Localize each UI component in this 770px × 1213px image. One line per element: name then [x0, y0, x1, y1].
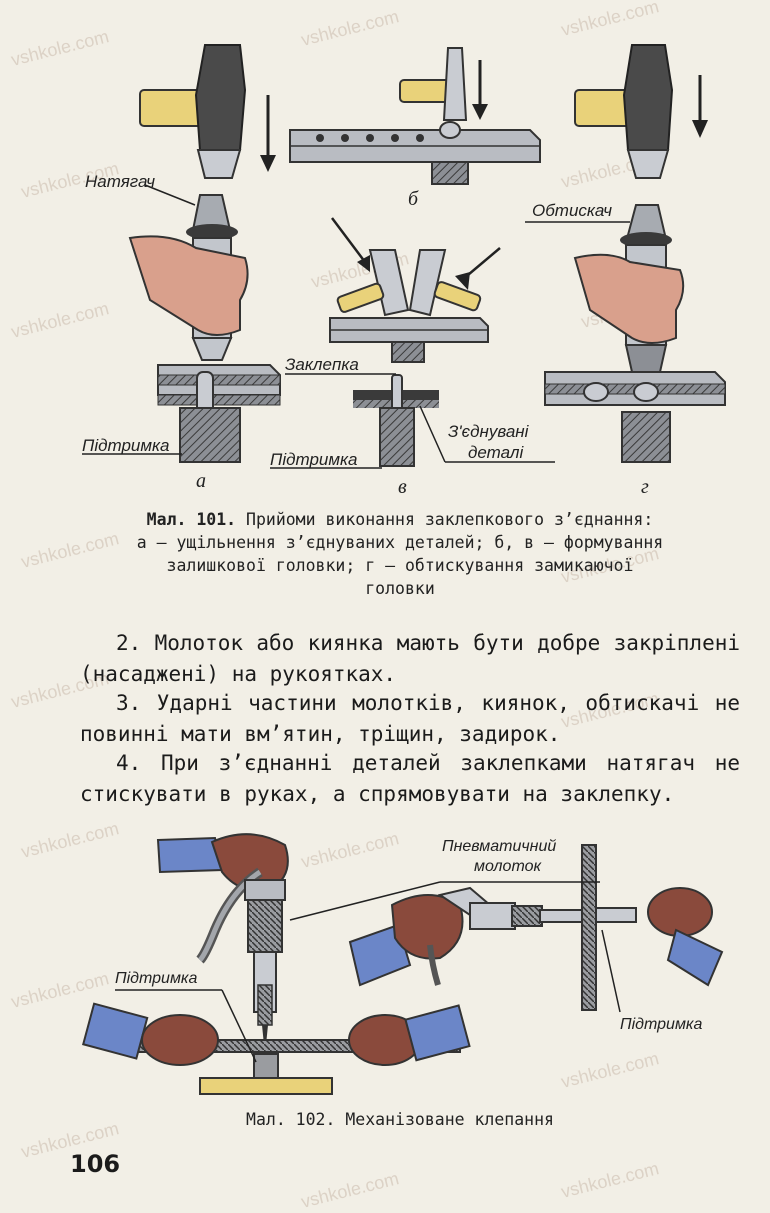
- label-ziednuvani-1: З'єднувані: [448, 422, 529, 441]
- hammer-right-v: [408, 249, 447, 317]
- caption-line-3: залишкової головки; г – обтискування зам…: [166, 556, 634, 575]
- rule-3: 3. Ударні частини молотків, киянок, обти…: [80, 691, 740, 746]
- label-pidtrymka-left: Підтримка: [115, 970, 198, 987]
- arrow-left-v: [331, 217, 366, 263]
- figure-102-caption: Мал. 102. Механізоване клепання: [246, 1110, 554, 1129]
- hand-right-scene: [390, 894, 464, 960]
- hand-right: [348, 1014, 422, 1066]
- hand-left: [141, 1014, 219, 1066]
- support-v: [379, 407, 415, 467]
- workpiece-bar-left: [129, 1039, 461, 1053]
- set-tool-g: [626, 204, 667, 236]
- wood-block: [199, 1077, 333, 1095]
- label-ziednuvani-2: деталі: [468, 443, 524, 462]
- hand-top-left: [210, 833, 289, 892]
- watermark: vshkole.com: [558, 1158, 661, 1202]
- support-g: [621, 411, 671, 463]
- caption-title: Мал. 101.: [146, 510, 237, 529]
- diagram-a: [82, 44, 281, 463]
- watermark: vshkole.com: [298, 828, 401, 872]
- hand-g: [573, 253, 685, 344]
- caption-line-4: головки: [365, 579, 435, 598]
- label-obtyskach: Обтискач: [532, 201, 613, 220]
- label-pnevmo-1: Пневматичний: [442, 838, 557, 855]
- support-left: [253, 1053, 279, 1079]
- page-number: 106: [70, 1150, 121, 1178]
- figure-101-illustration: [82, 44, 726, 469]
- figure-101-caption: Мал. 101. Прийоми виконання заклепкового…: [60, 508, 740, 600]
- watermark: vshkole.com: [558, 1048, 661, 1092]
- watermark: vshkole.com: [18, 818, 121, 862]
- caption-line-1: Прийоми виконання заклепкового з’єднання…: [246, 510, 654, 529]
- watermark: vshkole.com: [298, 1168, 401, 1212]
- pneumatic-hammer-right: [469, 902, 516, 930]
- support-b: [431, 161, 469, 185]
- label-pidtrymka-right: Підтримка: [620, 1016, 703, 1033]
- pneumatic-hammer-left: [247, 899, 283, 953]
- hammer-head-a: [194, 44, 247, 151]
- sublabel-a: а: [196, 470, 206, 492]
- hand-a: [128, 235, 249, 336]
- watermark: vshkole.com: [8, 968, 111, 1012]
- hammer-head-g: [622, 44, 674, 151]
- sublabel-g: г: [641, 476, 649, 498]
- caption-line-2: а – ущільнення з’єднуваних деталей; б, в…: [136, 533, 664, 552]
- label-pidtrymka-a: Підтримка: [82, 436, 170, 455]
- diagram-b: [289, 47, 541, 185]
- hammer-head-b: [442, 47, 468, 121]
- diagram-v: [270, 217, 555, 469]
- rivet-g: [633, 382, 659, 402]
- sleeve-top-left: [156, 836, 224, 874]
- scene-left: [82, 833, 471, 1095]
- hammer-left-v: [368, 249, 410, 317]
- vertical-plate: [581, 844, 597, 1011]
- label-zaklepka: Заклепка: [285, 355, 359, 374]
- hand-far-right: [647, 887, 713, 937]
- diagram-g: [525, 44, 726, 463]
- rule-4: 4. При з’єднанні деталей заклепками натя…: [80, 751, 740, 806]
- support-a: [179, 407, 241, 463]
- label-pnevmo-2: молоток: [474, 858, 542, 875]
- rule-2: 2. Молоток або киянка мають бути добре з…: [80, 631, 740, 686]
- sublabel-v: в: [398, 476, 407, 498]
- label-natiahach: Натягач: [85, 172, 156, 191]
- sublabel-b: б: [408, 188, 419, 210]
- label-pidtrymka-v: Підтримка: [270, 450, 358, 469]
- rivet-b: [439, 121, 461, 139]
